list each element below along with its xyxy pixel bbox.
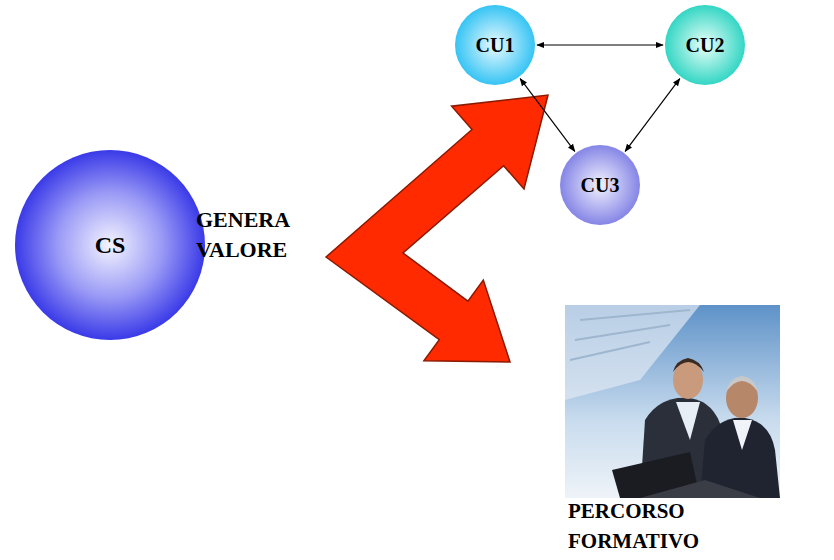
circle-fill (560, 145, 640, 225)
photo (565, 305, 780, 498)
double-arrow (625, 79, 680, 152)
free-label: PERCORSO FORMATIVO (568, 496, 728, 556)
node-label: CU1 (476, 34, 515, 57)
circle-fill (665, 5, 745, 85)
circle-fill (455, 5, 535, 85)
node-label: CU2 (686, 34, 725, 57)
circle-node: CU2 (665, 5, 745, 85)
free-label: GENERA VALORE (196, 205, 346, 265)
double-arrow (537, 44, 663, 45)
circle-node: CU3 (560, 145, 640, 225)
node-label: CS (95, 232, 126, 259)
red-arrow (326, 95, 548, 362)
double-arrow (520, 79, 575, 152)
circle-node: CU1 (455, 5, 535, 85)
circle-node: CS (15, 150, 205, 340)
node-label: CU3 (581, 174, 620, 197)
circle-fill (15, 150, 205, 340)
